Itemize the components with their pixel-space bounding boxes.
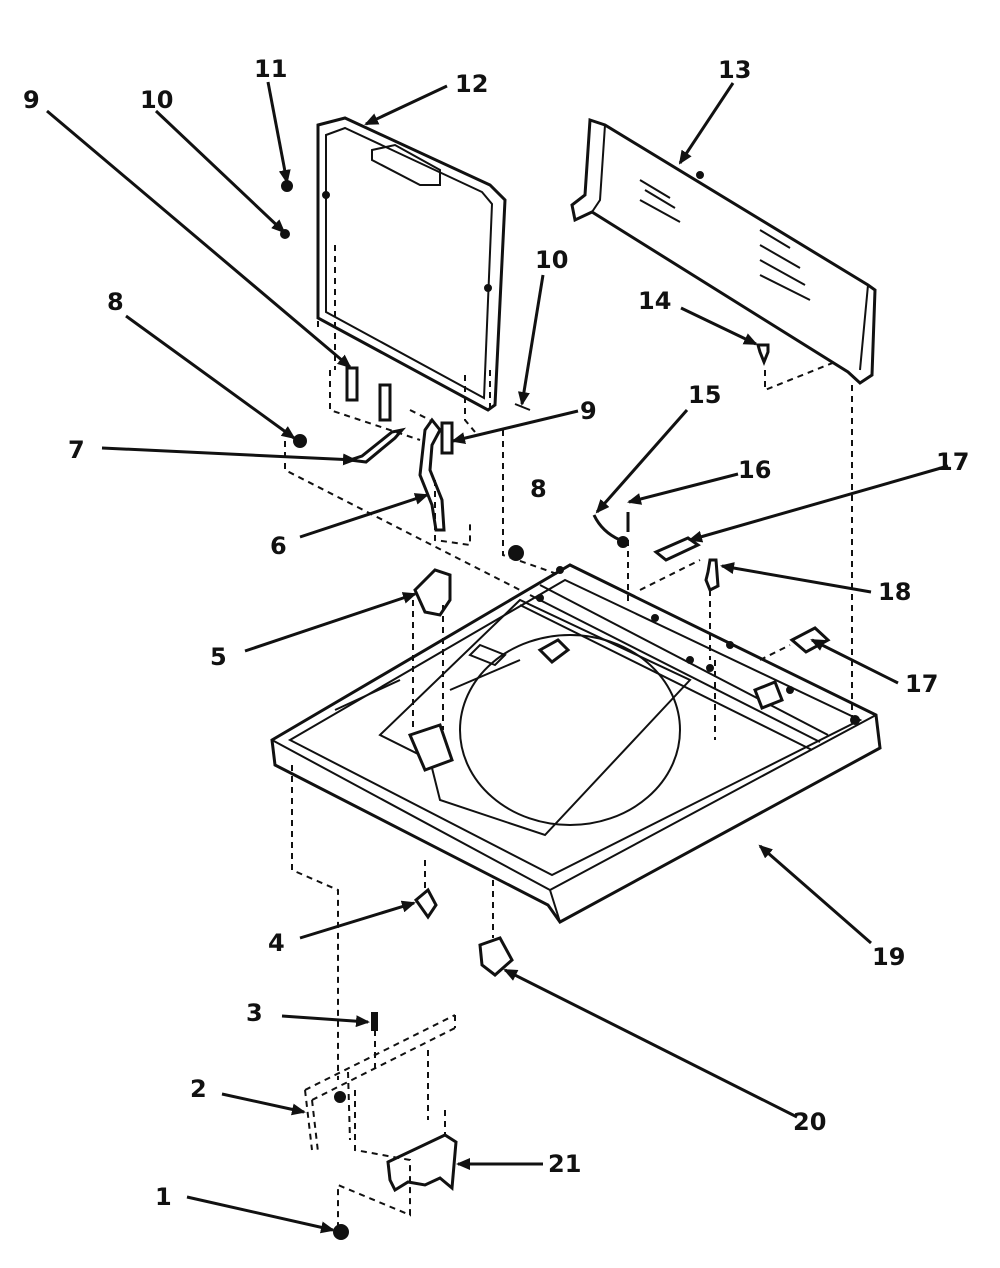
label-17-top: 17 xyxy=(936,448,969,476)
washer-top xyxy=(270,563,882,924)
label-3: 3 xyxy=(246,999,263,1027)
lid xyxy=(316,116,507,412)
hinge-bracket-21 xyxy=(386,1133,458,1193)
callout-labels: 1 2 3 4 5 6 7 8 8 9 9 10 10 11 12 13 14 … xyxy=(23,55,969,1211)
label-11: 11 xyxy=(254,55,287,83)
front-panel-strip xyxy=(304,1014,456,1153)
switch-actuator-17 xyxy=(653,536,701,562)
switch-box-17 xyxy=(789,626,831,654)
hinge-bushing xyxy=(413,568,452,617)
label-14: 14 xyxy=(638,287,671,315)
control-panel xyxy=(570,117,877,385)
screw-10-right xyxy=(514,403,531,411)
label-21: 21 xyxy=(548,1150,581,1178)
label-5: 5 xyxy=(210,643,227,671)
label-7: 7 xyxy=(68,436,85,464)
label-8-left: 8 xyxy=(107,288,124,316)
label-13: 13 xyxy=(718,56,751,84)
label-17-bottom: 17 xyxy=(905,670,938,698)
leader-arrows xyxy=(46,81,949,1234)
label-4: 4 xyxy=(268,929,285,957)
screw-8-right xyxy=(508,545,524,561)
screw-11 xyxy=(281,180,293,192)
label-16: 16 xyxy=(738,456,771,484)
label-8-right: 8 xyxy=(530,475,547,503)
screw-1 xyxy=(333,1224,349,1240)
screw-8-left xyxy=(293,434,307,448)
spring-clip-18 xyxy=(704,558,720,593)
label-18: 18 xyxy=(878,578,911,606)
lid-bumper-left xyxy=(413,887,438,920)
label-10-right: 10 xyxy=(535,246,568,274)
label-6: 6 xyxy=(270,532,287,560)
screw-3 xyxy=(371,1012,378,1031)
label-2: 2 xyxy=(190,1075,207,1103)
screw-14 xyxy=(756,343,770,367)
label-12: 12 xyxy=(455,70,488,98)
wire-15-end xyxy=(617,536,629,548)
label-9-left: 9 xyxy=(23,86,40,114)
lid-hinge-rod xyxy=(349,427,407,464)
lid-switch-rod xyxy=(418,417,446,532)
label-20: 20 xyxy=(793,1108,826,1136)
label-15: 15 xyxy=(688,381,721,409)
label-10-left: 10 xyxy=(140,86,173,114)
label-1: 1 xyxy=(155,1183,172,1211)
screw-2 xyxy=(334,1091,346,1103)
lid-bumper-right xyxy=(478,936,514,977)
hinge-brackets xyxy=(345,366,454,455)
assembly-lines xyxy=(284,200,853,1225)
label-9-right: 9 xyxy=(580,397,597,425)
label-19: 19 xyxy=(872,943,905,971)
wire-15 xyxy=(592,514,621,542)
